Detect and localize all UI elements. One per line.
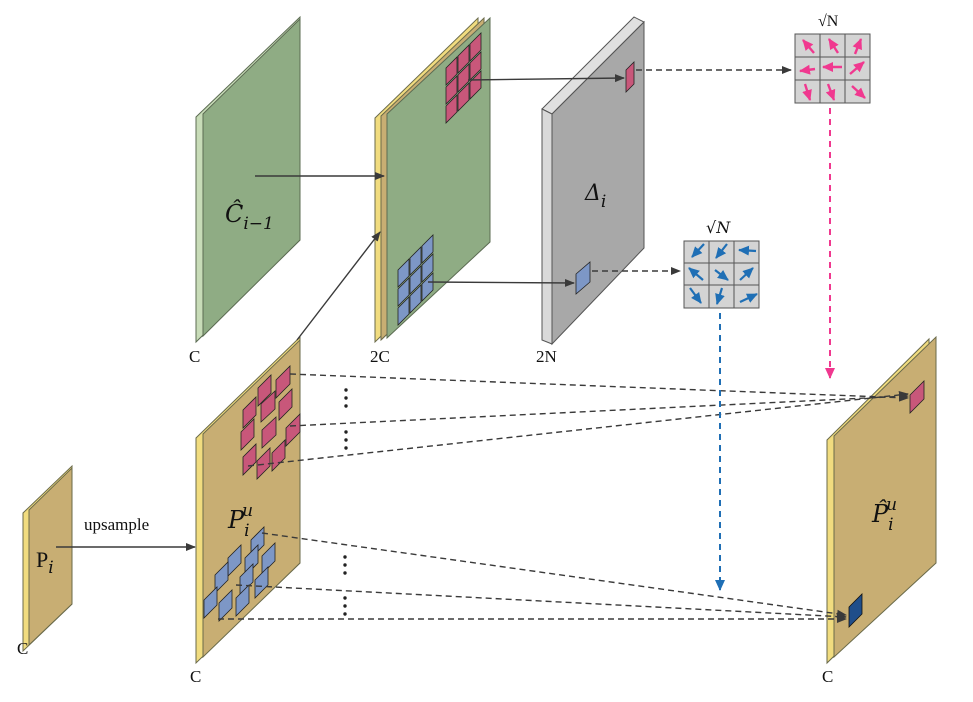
pink-sampled-patches: [240, 365, 301, 480]
pink-offset-cell: [625, 61, 635, 93]
dim-label-2c: 2C: [370, 347, 390, 366]
blue-output-cell: [848, 593, 863, 628]
pink-output-cell: [909, 380, 925, 414]
feature-map-p-hat: [826, 335, 937, 665]
dim-label-p: C: [17, 639, 28, 658]
solid-arrows: [255, 74, 625, 341]
blue-patch-grid-concat: [397, 234, 434, 326]
dim-label-c-hat: C: [189, 347, 200, 366]
dim-label-p-hat: C: [822, 667, 833, 686]
ellipsis-dots: [343, 388, 348, 616]
dashed-arrows: [218, 66, 909, 623]
feature-map-c-hat: [195, 15, 301, 344]
dim-label-2n: 2N: [536, 347, 557, 366]
dim-label-p-up: C: [190, 667, 201, 686]
feature-map-delta: [541, 16, 645, 346]
p-label: Pi: [36, 547, 54, 578]
sqrt-n-label-blue: √N: [706, 218, 731, 237]
upsample-label: upsample: [84, 515, 149, 534]
feature-map-p: [22, 464, 73, 653]
blue-offset-cell: [575, 261, 591, 295]
blue-sampled-patches: [203, 526, 276, 622]
pink-offset-arrows-grid: [794, 33, 871, 104]
delta-label: Δi: [584, 181, 606, 212]
blue-offset-arrows-grid: [683, 240, 760, 309]
sqrt-n-label-pink: √N: [818, 13, 839, 30]
c-hat-label: Ĉi−1: [225, 199, 274, 234]
pink-patch-grid-concat: [445, 32, 482, 124]
